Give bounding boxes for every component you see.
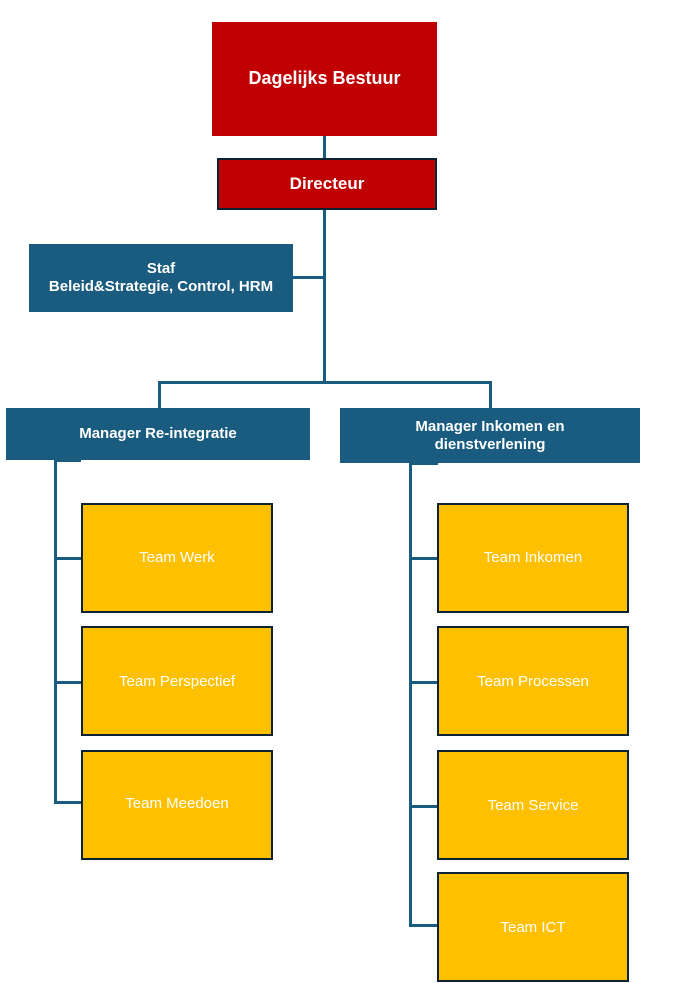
node-manager-inkomen-label: Manager Inkomen en dienstverlening <box>415 417 565 453</box>
node-team-inkomen-label: Team Inkomen <box>483 549 583 566</box>
connector-bus-manager-inkomen <box>489 381 492 410</box>
connector-left-to-team-meedoen <box>54 801 82 804</box>
node-team-meedoen[interactable]: Team Meedoen <box>81 750 273 860</box>
node-team-ict[interactable]: Team ICT <box>437 872 629 982</box>
connector-right-to-team-service <box>409 805 439 808</box>
connector-left-branch-top-stub <box>54 459 81 462</box>
node-dagelijks-bestuur-label: Dagelijks Bestuur <box>248 68 401 89</box>
node-team-werk[interactable]: Team Werk <box>81 503 273 613</box>
node-team-perspectief[interactable]: Team Perspectief <box>81 626 273 736</box>
node-team-processen[interactable]: Team Processen <box>437 626 629 736</box>
node-manager-inkomen[interactable]: Manager Inkomen en dienstverlening <box>340 408 640 463</box>
connector-left-to-team-werk <box>54 557 82 560</box>
connector-bus-manager-reintegratie <box>158 381 161 410</box>
node-manager-reintegratie[interactable]: Manager Re-integratie <box>6 408 310 460</box>
node-staf-label: Staf Beleid&Strategie, Control, HRM <box>48 260 274 295</box>
connector-right-branch-top-stub <box>409 462 438 465</box>
node-team-service[interactable]: Team Service <box>437 750 629 860</box>
connector-right-to-team-inkomen <box>409 557 439 560</box>
connector-bestuur-directeur <box>323 135 326 159</box>
node-team-werk-label: Team Werk <box>139 549 215 566</box>
connector-left-branch-trunk <box>54 459 57 804</box>
connector-right-to-team-processen <box>409 681 439 684</box>
node-dagelijks-bestuur[interactable]: Dagelijks Bestuur <box>212 22 437 136</box>
node-manager-reintegratie-label: Manager Re-integratie <box>79 425 237 443</box>
node-directeur[interactable]: Directeur <box>217 158 437 210</box>
connector-left-to-team-perspectief <box>54 681 82 684</box>
connector-trunk-staf <box>290 276 326 279</box>
node-directeur-label: Directeur <box>289 173 365 193</box>
connector-directeur-trunk <box>323 209 326 384</box>
connector-right-branch-trunk <box>409 462 412 927</box>
node-team-service-label: Team Service <box>487 797 579 814</box>
node-staf[interactable]: Staf Beleid&Strategie, Control, HRM <box>29 244 293 312</box>
node-team-inkomen[interactable]: Team Inkomen <box>437 503 629 613</box>
connector-manager-bus <box>158 381 492 384</box>
node-team-ict-label: Team ICT <box>500 919 566 936</box>
node-team-meedoen-label: Team Meedoen <box>125 795 229 812</box>
connector-right-to-team-ict <box>409 924 439 927</box>
node-team-processen-label: Team Processen <box>477 673 589 690</box>
node-team-perspectief-label: Team Perspectief <box>119 673 235 690</box>
